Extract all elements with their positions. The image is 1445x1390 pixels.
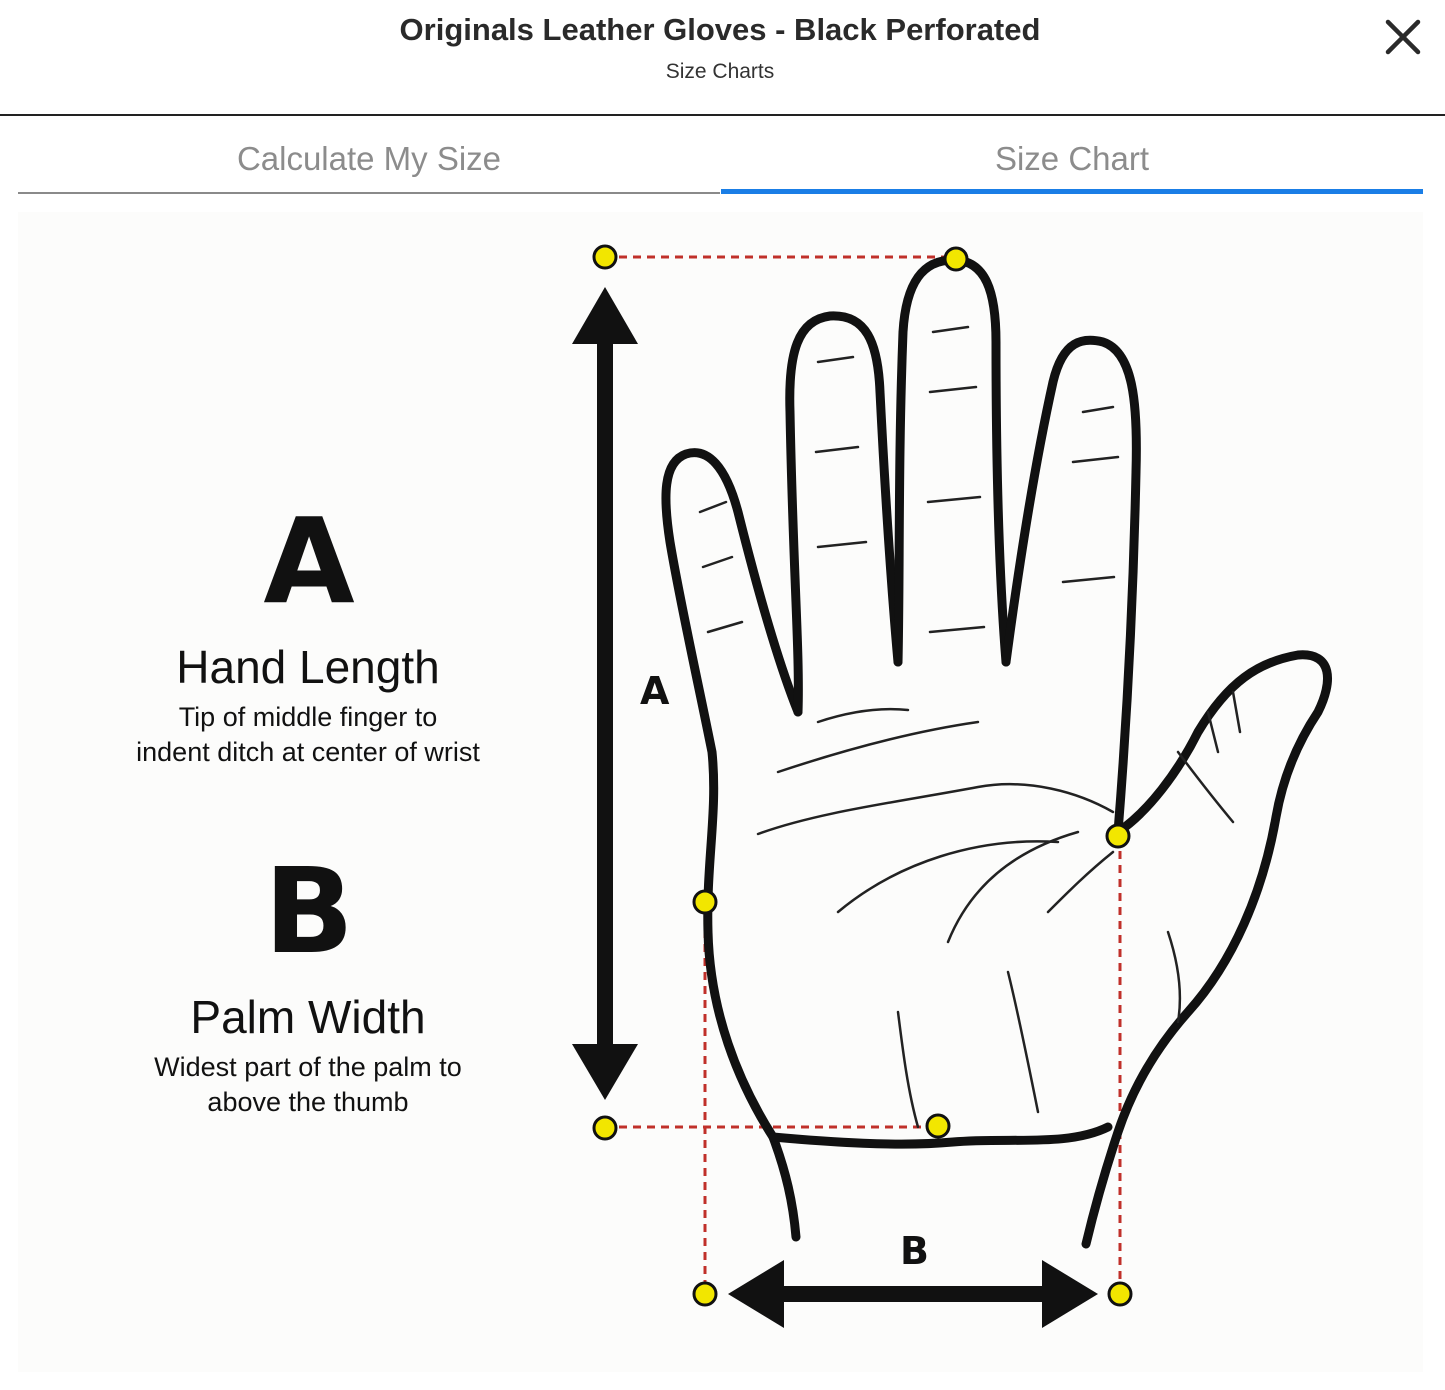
size-tabs: Calculate My Size Size Chart (18, 116, 1423, 194)
marker-width-right (1107, 1281, 1133, 1307)
legend-desc-line2: indent ditch at center of wrist (136, 737, 480, 767)
finger-creases (698, 325, 1242, 754)
legend-desc-line2: above the thumb (207, 1087, 409, 1117)
legend-hand-length: A Hand Length Tip of middle finger to in… (98, 502, 518, 770)
legend-letter-a: A (263, 492, 354, 630)
marker-bottom-left (592, 1115, 618, 1141)
modal-subtitle: Size Charts (665, 60, 775, 83)
tab-size-chart[interactable]: Size Chart (721, 116, 1423, 194)
legend-desc-line1: Widest part of the palm to (154, 1052, 462, 1082)
legend-name-palm-width: Palm Width (190, 991, 426, 1043)
marker-palm-left (692, 889, 718, 915)
hand-outline (661, 255, 1333, 1249)
palm-width-arrow (728, 1260, 1098, 1328)
hand-illustration: A B (572, 244, 1333, 1328)
measurement-markers (592, 244, 1133, 1307)
legend-letter-b: B (264, 842, 354, 980)
marker-top-left (592, 244, 618, 270)
marker-wrist-center (925, 1113, 951, 1139)
close-icon[interactable] (1378, 12, 1428, 62)
marker-middle-fingertip (943, 246, 969, 272)
hand-length-arrow (572, 287, 638, 1100)
palm-creases (756, 707, 1235, 1129)
hand-measurement-diagram: A Hand Length Tip of middle finger to in… (18, 212, 1423, 1372)
arrow-label-b: B (900, 1229, 929, 1273)
product-title: Originals Leather Gloves - Black Perfora… (399, 12, 1041, 47)
tab-calculate-my-size[interactable]: Calculate My Size (18, 116, 720, 194)
modal-header: Originals Leather Gloves - Black Perfora… (0, 0, 1445, 116)
legend-name-hand-length: Hand Length (176, 641, 440, 693)
arrow-label-a: A (640, 669, 670, 713)
legend-desc-line1: Tip of middle finger to (178, 702, 438, 732)
marker-thumb-base (1105, 823, 1131, 849)
marker-width-left (692, 1281, 718, 1307)
legend-palm-width: B Palm Width Widest part of the palm to … (98, 852, 518, 1120)
guide-lines (605, 255, 1122, 1294)
